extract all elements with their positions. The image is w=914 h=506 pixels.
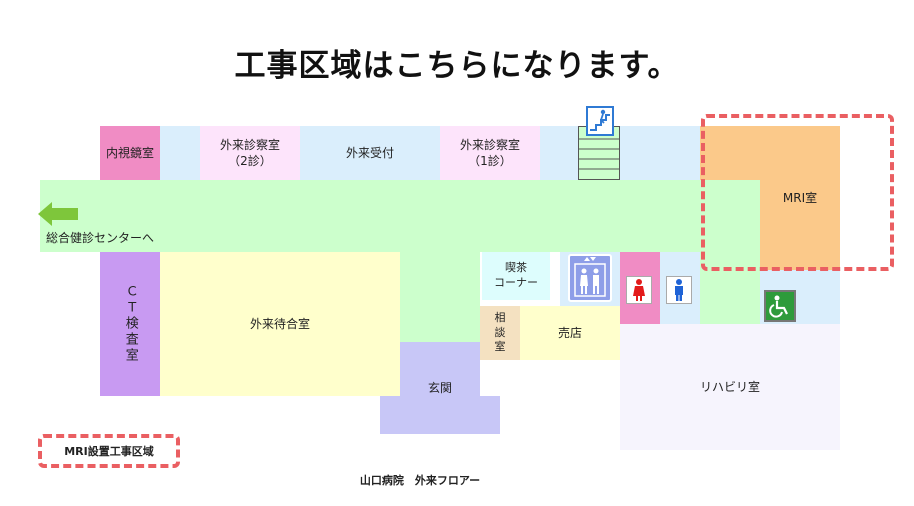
mri-top-strip <box>700 126 840 180</box>
floor-caption: 山口病院 外来フロアー <box>359 474 481 487</box>
corridor-right-green <box>700 252 760 324</box>
waiting-room: 外来待合室 <box>160 252 400 396</box>
reception: 外来受付 <box>300 126 440 180</box>
rehabilitation-room: リハビリ室 <box>620 324 840 450</box>
shop: 売店 <box>520 306 620 360</box>
ct-room: ＣＴ検査室 <box>100 252 160 396</box>
exam-room-2-label: 外来診察室 （2診） <box>219 137 280 168</box>
mri-room-label: MRI室 <box>782 190 818 205</box>
exam-room-2: 外来診察室 （2診） <box>200 126 300 180</box>
reception-label: 外来受付 <box>345 145 394 160</box>
health-center-direction: 総合健診センターへ <box>46 231 155 245</box>
stairs-icon <box>586 106 614 136</box>
arrow-left-icon <box>38 202 80 226</box>
consultation-room-label: 相 談 室 <box>494 310 506 354</box>
rehabilitation-room-label: リハビリ室 <box>699 379 760 394</box>
entrance-label-box: 玄関 <box>400 370 480 406</box>
entrance-room-label: 玄関 <box>427 380 452 395</box>
legend-box: MRI設置工事区域 <box>38 434 180 468</box>
exam-room-1: 外来診察室 （1診） <box>440 126 540 180</box>
male-restroom-icon <box>666 276 692 304</box>
entrance-lower <box>380 396 500 434</box>
construction-area-outline <box>701 114 894 271</box>
wheelchair-icon <box>764 290 796 322</box>
elevator-icon <box>568 254 612 302</box>
corridor-lower <box>400 252 480 342</box>
coffee-corner-label: 喫茶 コーナー <box>494 261 538 289</box>
waiting-room-label: 外来待合室 <box>249 316 310 331</box>
page-title: 工事区域はこちらになります。 <box>234 48 680 84</box>
endoscopy-room: 内視鏡室 <box>100 126 160 180</box>
ct-room-label: ＣＴ検査室 <box>122 284 138 364</box>
coffee-corner: 喫茶 コーナー <box>482 252 550 300</box>
legend-label: MRI設置工事区域 <box>64 445 154 458</box>
endoscopy-room-label: 内視鏡室 <box>105 145 154 160</box>
shop-label: 売店 <box>557 325 582 340</box>
entrance-upper <box>400 342 480 396</box>
corridor <box>40 180 760 252</box>
consultation-room: 相 談 室 <box>480 306 520 360</box>
exam-room-1-label: 外来診察室 （1診） <box>459 137 520 168</box>
female-restroom-icon <box>626 276 652 304</box>
